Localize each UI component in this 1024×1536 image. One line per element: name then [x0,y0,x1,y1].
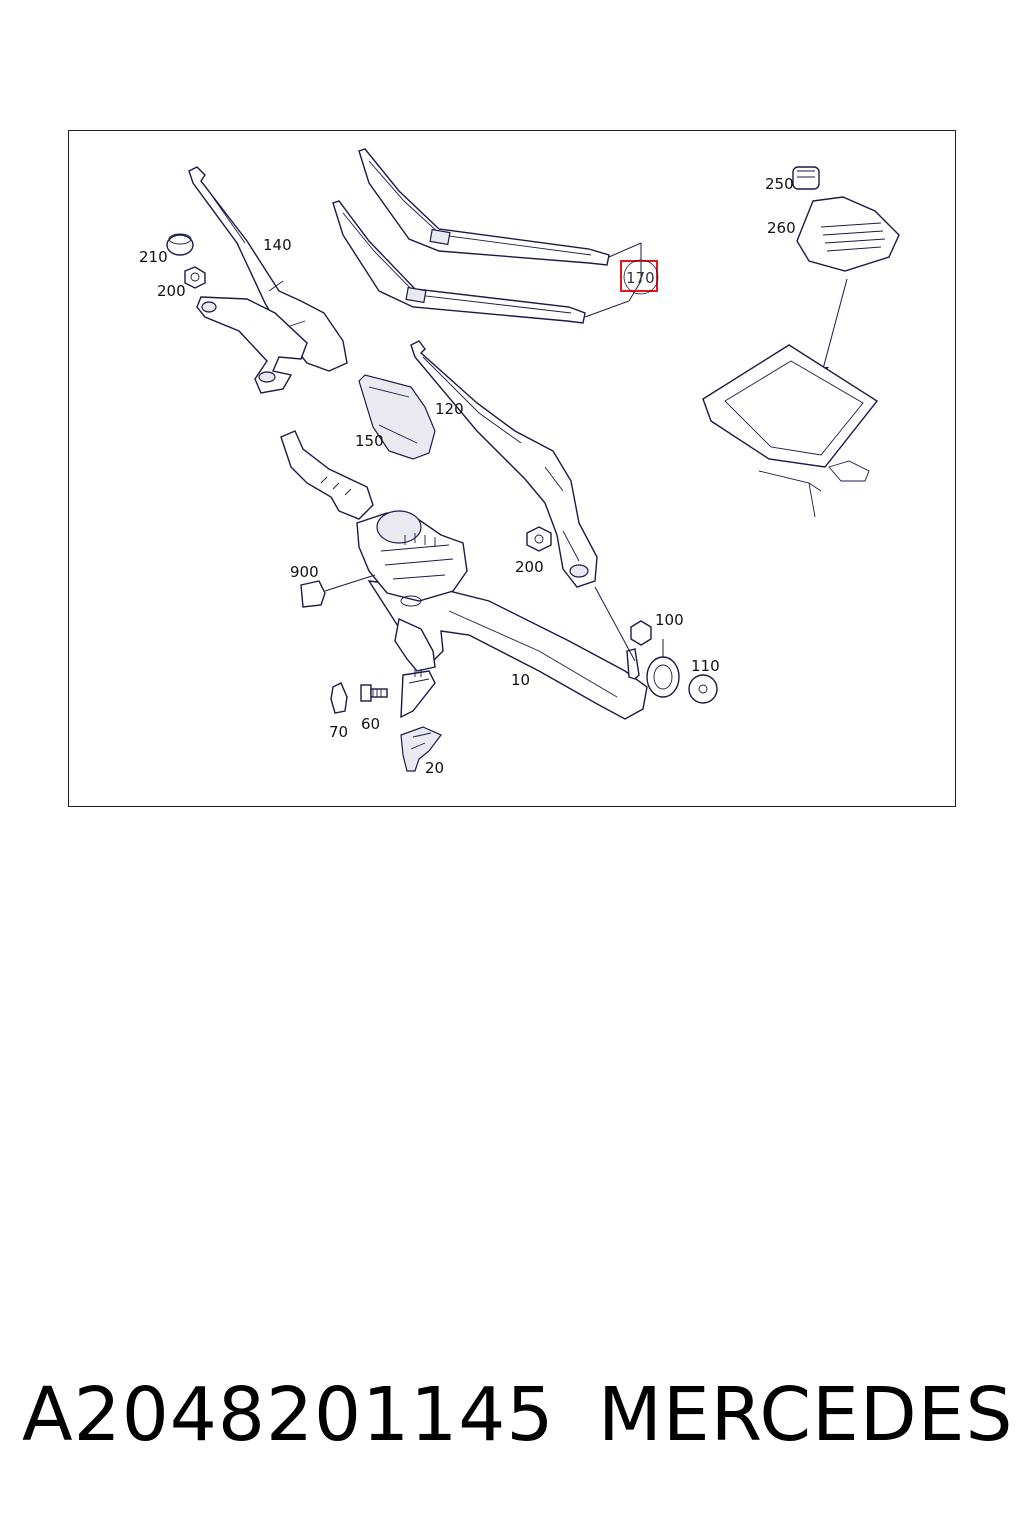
callout-120[interactable]: 120 [435,400,464,418]
diagram-frame: 140 210 200 150 120 900 200 100 110 10 7… [68,130,956,807]
wiper-linkage-10[interactable] [280,430,648,720]
callout-200-right[interactable]: 200 [515,558,544,576]
callout-100[interactable]: 100 [655,611,684,629]
wiper-blade-lower[interactable] [332,200,586,324]
callout-20[interactable]: 20 [425,759,444,777]
cap-210[interactable] [166,233,194,256]
parts-diagram: 140 210 200 150 120 900 200 100 110 10 7… [139,148,900,777]
callout-210[interactable]: 210 [139,248,168,266]
callout-110[interactable]: 110 [691,657,720,675]
leader-200-arm [594,586,636,662]
grommet-110[interactable] [688,674,718,704]
callout-170[interactable]: 170 [626,269,655,287]
wiper-blade-upper[interactable] [358,148,610,266]
cover-150[interactable] [358,374,436,460]
bolt-60[interactable] [360,684,388,702]
callout-60[interactable]: 60 [361,715,380,733]
wiper-arm-120[interactable] [410,340,598,588]
callout-170-highlight[interactable]: 170 [620,259,659,295]
nut-200-left[interactable] [184,266,206,289]
windshield-inset [702,344,879,518]
bracket-upper[interactable] [400,669,436,719]
callout-10[interactable]: 10 [511,671,530,689]
part-number: A2048201145 [22,1372,555,1458]
caption: A2048201145 MERCEDES [0,1372,1024,1482]
callout-250[interactable]: 250 [765,175,794,193]
wiper-motor-900[interactable] [356,510,468,607]
brand-name: MERCEDES [598,1372,1014,1458]
nut-200-right[interactable] [526,526,552,552]
sensor-cover-260[interactable] [796,196,900,272]
callout-900[interactable]: 900 [290,563,319,581]
callout-150[interactable]: 150 [355,432,384,450]
callout-200-left[interactable]: 200 [157,282,186,300]
sensor-250[interactable] [792,166,820,190]
callout-140[interactable]: 140 [263,236,292,254]
leader-sensor-arrow [822,278,848,370]
connector-900[interactable] [300,574,376,608]
bracket-20[interactable] [400,726,442,772]
wiper-arm-140[interactable] [188,166,348,394]
callout-70[interactable]: 70 [329,723,348,741]
grommet-70[interactable] [330,682,348,714]
callout-260[interactable]: 260 [767,219,796,237]
